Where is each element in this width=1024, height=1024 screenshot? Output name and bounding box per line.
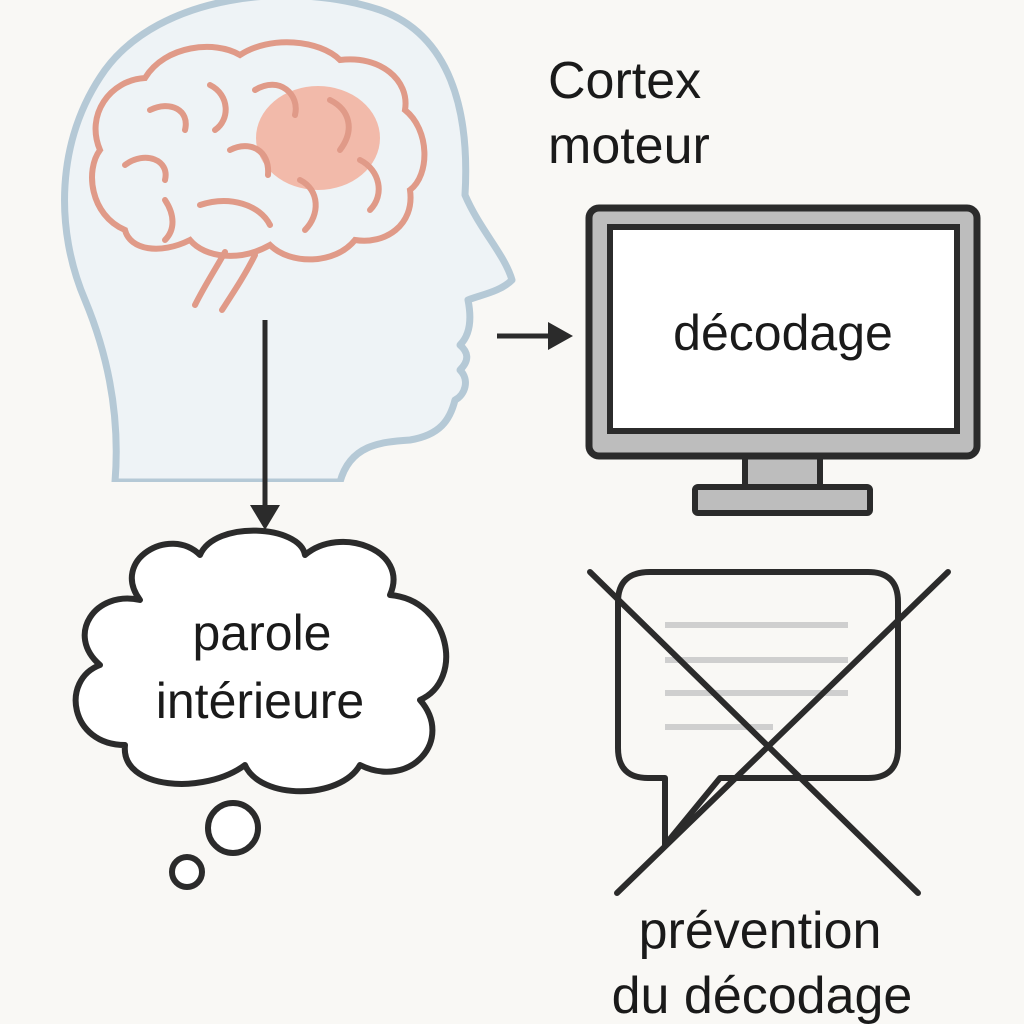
monitor-icon [585,204,981,516]
screen-label: décodage [673,305,893,361]
arrow-down [250,320,280,530]
speech-bubble-icon [615,569,901,848]
thought-cloud [72,527,449,890]
motor-cortex-highlight [256,86,380,190]
arrow-right [497,322,573,350]
brain-icon [89,39,428,313]
prevention-label-line1: prévention [639,902,882,960]
cortex-label-line2: moteur [548,117,710,175]
thought-bubble-large [205,800,261,856]
thought-label-line1: parole [193,605,332,661]
cross-icon [587,569,951,896]
thought-bubble-small [169,854,205,890]
head-silhouette [61,0,516,486]
cortex-label-line1: Cortex [548,52,701,110]
prevention-label-line2: du décodage [612,967,913,1024]
thought-label-line2: intérieure [156,673,364,729]
